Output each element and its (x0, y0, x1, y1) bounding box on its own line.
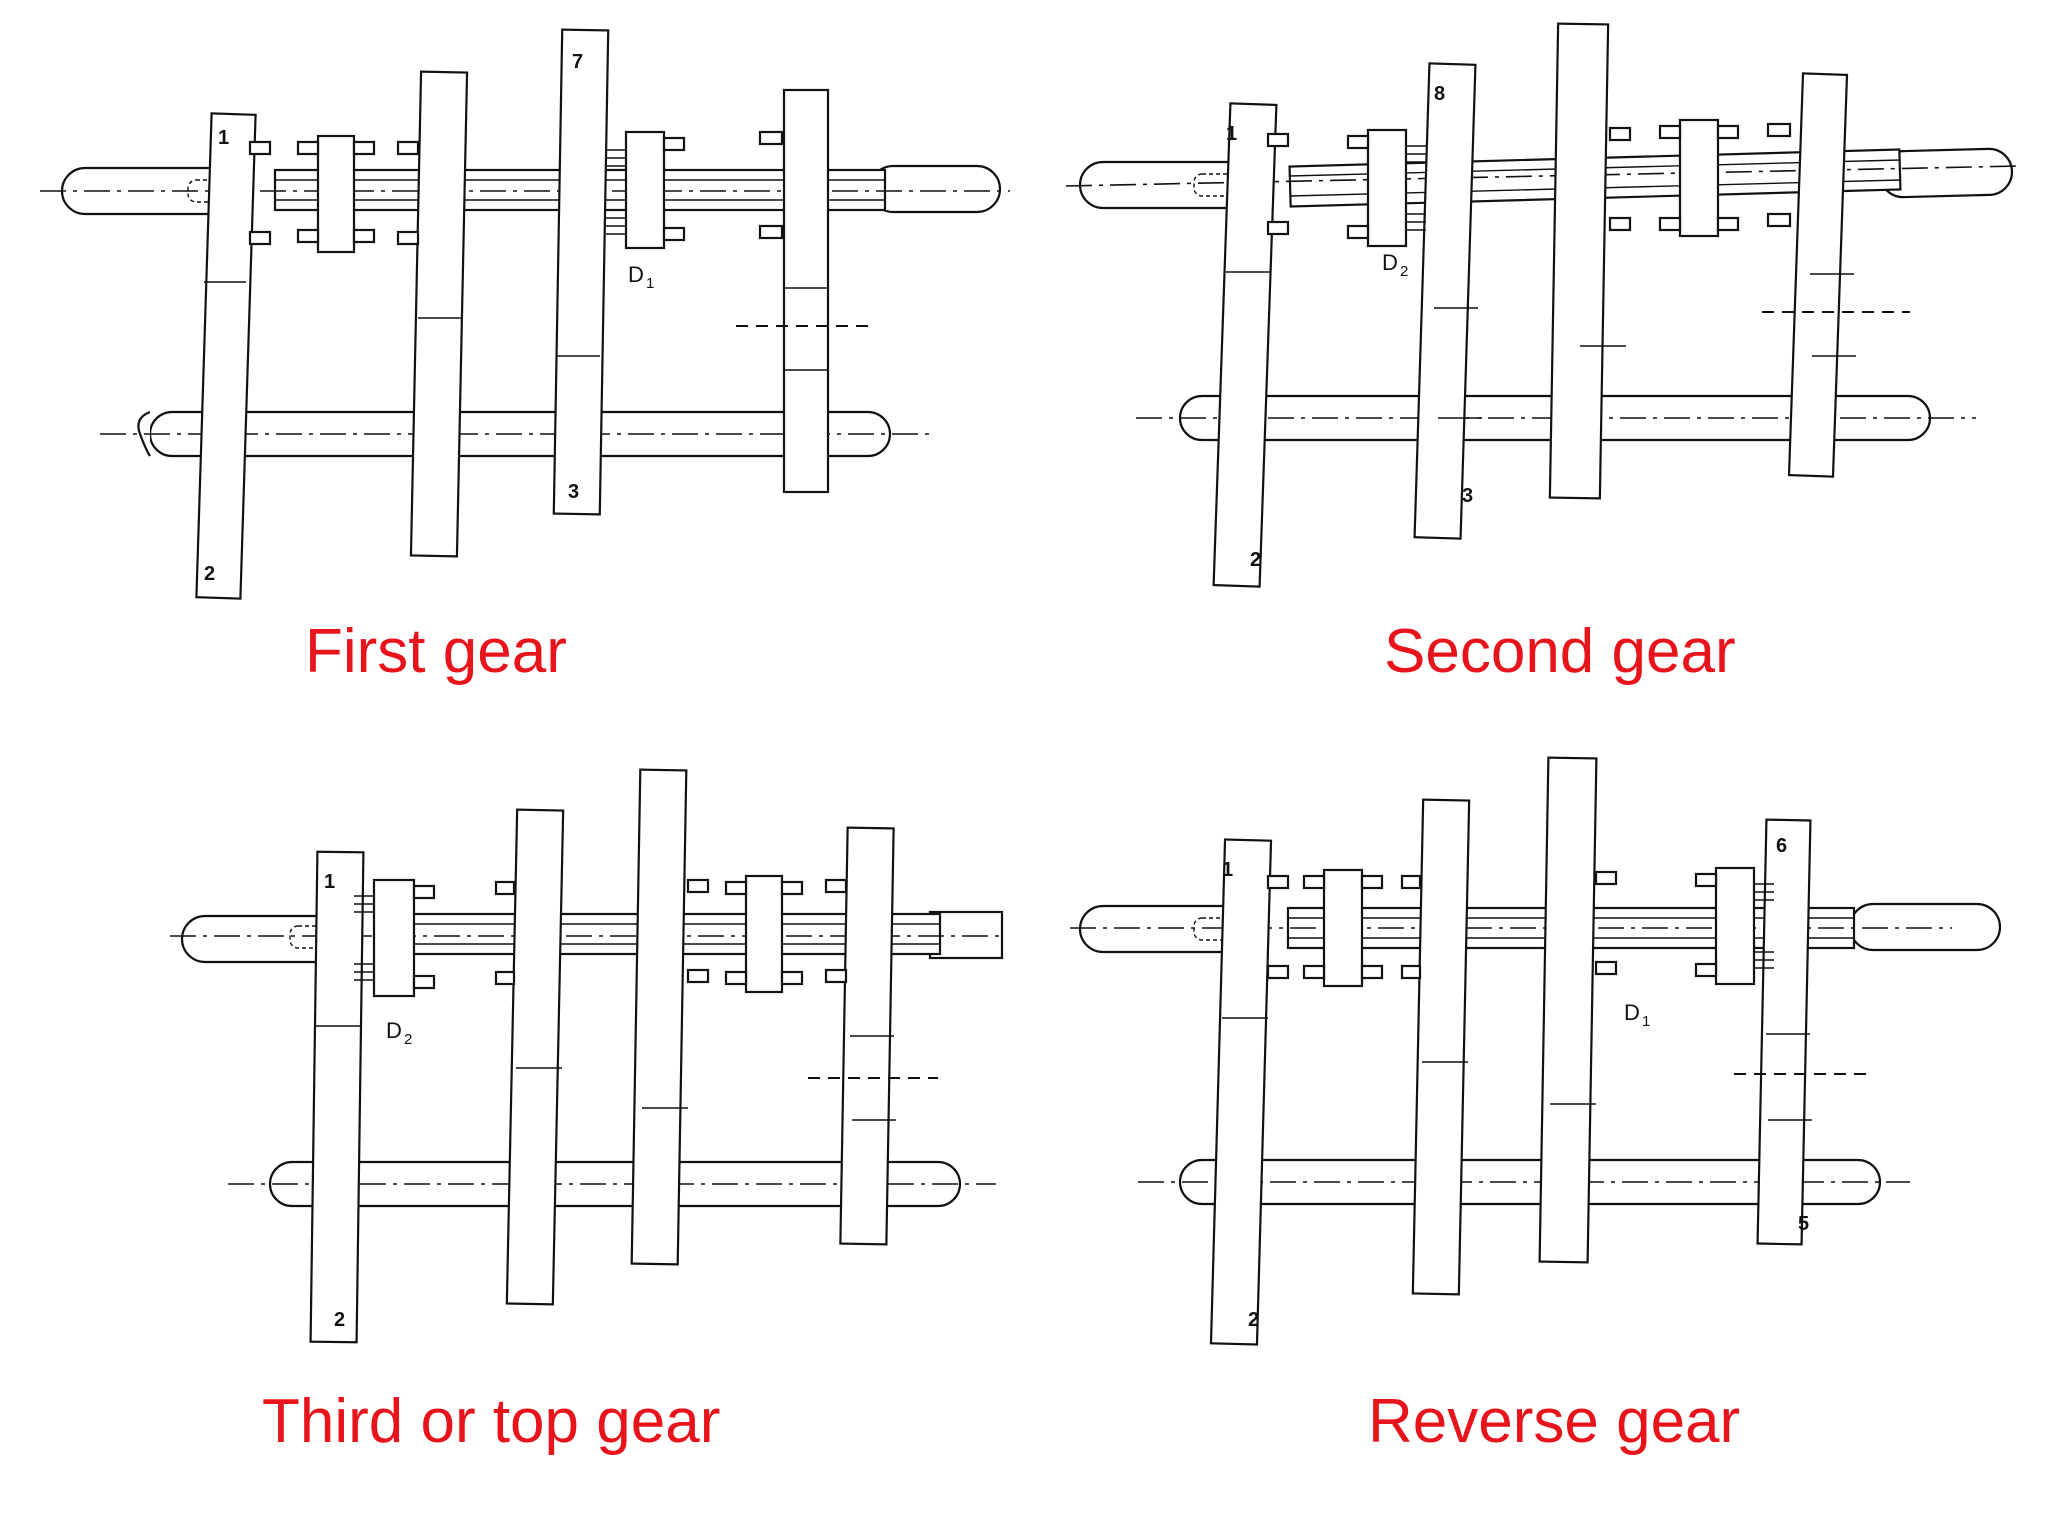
gear-label-2: 2 (1248, 1309, 1259, 1331)
panel-reverse-gear: 1 2 6 5 D (1070, 756, 2002, 1456)
gear-1-2-pair: 1 2 (309, 850, 365, 1344)
caption-third-gear: Third or top gear (262, 1387, 720, 1456)
dog-clutch (1302, 868, 1384, 988)
gear-label-1: 1 (324, 871, 335, 893)
dog-clutch (296, 134, 376, 254)
gear-1-2-pair: 1 2 (1212, 102, 1278, 588)
clutch-label-d: D (1624, 1000, 1640, 1025)
clutch-label-sub: 2 (1400, 263, 1408, 280)
lay-shaft (1138, 1158, 1910, 1206)
gear-label-3: 3 (568, 481, 579, 503)
dog-clutch-d1-engaged: D 1 (606, 130, 686, 292)
caption-second-gear: Second gear (1384, 617, 1736, 686)
shaft-collars (1266, 870, 1618, 980)
main-shaft (40, 164, 1010, 216)
panel-first-gear: 1 2 7 3 (40, 28, 1010, 686)
shaft-collars (1266, 122, 1792, 236)
gear-label-1: 1 (1222, 859, 1233, 881)
dog-clutch-d1-engaged: D 1 (1624, 866, 1774, 1030)
gear-second-pair (1411, 798, 1471, 1296)
panel-second-gear: 1 2 8 3 D 2 (1065, 22, 2021, 686)
gear-label-8: 8 (1434, 83, 1445, 105)
gear-label-6: 6 (1776, 835, 1787, 857)
clutch-label-sub: 1 (1642, 1013, 1650, 1030)
gear-1-2-pair: 1 2 (1209, 838, 1273, 1346)
gear-label-2: 2 (334, 1309, 345, 1331)
gear-label-2: 2 (1250, 549, 1261, 571)
gear-third-pair (1538, 756, 1598, 1264)
clutch-label-d: D (1382, 250, 1398, 275)
gear-reverse-pair (736, 88, 872, 494)
gear-reverse-pair (1762, 72, 1910, 478)
clutch-label-d: D (386, 1018, 402, 1043)
gear-third-pair (1548, 22, 1626, 500)
dog-clutch (1658, 118, 1740, 238)
caption-reverse-gear: Reverse gear (1368, 1387, 1740, 1456)
gear-label-5: 5 (1798, 1213, 1809, 1235)
gear-second-pair (505, 808, 565, 1306)
clutch-label-d: D (628, 262, 644, 287)
clutch-label-sub: 2 (404, 1031, 412, 1048)
gear-8-3-pair: 8 3 (1413, 62, 1482, 540)
dog-clutch-d2-engaged: D 2 (1346, 128, 1426, 280)
gear-third-pair (630, 768, 688, 1266)
gear-label-1: 1 (1226, 123, 1237, 145)
gear-label-1: 1 (218, 127, 229, 149)
gear-1-2-pair: 1 2 (195, 112, 257, 600)
gear-second-pair (409, 70, 469, 558)
dog-clutch-d2-engaged: D 2 (354, 878, 436, 1048)
main-shaft (1065, 147, 2021, 210)
gear-reverse-pair (808, 826, 938, 1246)
gear-label-3: 3 (1462, 485, 1473, 507)
clutch-label-sub: 1 (646, 275, 654, 292)
gear-label-7: 7 (572, 51, 583, 73)
gear-6-5-pair: 6 5 (1734, 818, 1866, 1246)
panel-third-gear: 1 2 D 2 (170, 768, 1004, 1456)
gear-7-3-pair: 7 3 (552, 28, 610, 516)
shaft-collars (494, 878, 848, 986)
caption-first-gear: First gear (305, 617, 567, 686)
shaft-collars (248, 130, 784, 246)
dog-clutch (724, 874, 804, 994)
main-shaft (1070, 902, 2002, 954)
gear-label-2: 2 (204, 563, 215, 585)
